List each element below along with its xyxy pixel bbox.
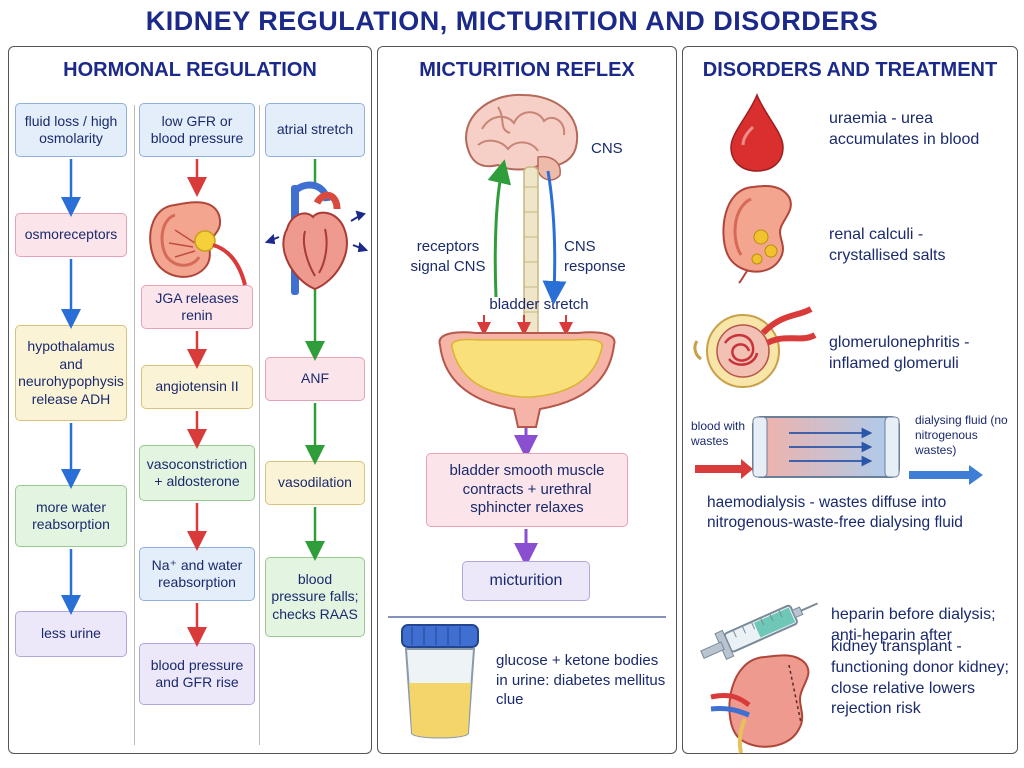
bladder-icon — [438, 331, 616, 428]
hormonal-regulation-panel: HORMONAL REGULATION fluid loss / high os… — [8, 46, 372, 754]
renin-box: JGA releases renin — [141, 285, 253, 329]
cns-response-label: CNS response — [564, 238, 626, 275]
transplant-kidney-icon — [710, 654, 810, 754]
micturition-title: MICTURITION REFLEX — [419, 59, 635, 81]
cns-label: CNS — [591, 140, 623, 157]
glucose-note: glucose + ketone bodies in urine: diabet… — [496, 652, 666, 708]
bp-gfr-rise-box: blood pressure and GFR rise — [139, 643, 255, 705]
kidney-jga-icon — [149, 201, 247, 286]
glomerulonephritis-label: glomerulonephritis - inflamed glomeruli — [829, 334, 970, 372]
syringe-icon — [700, 602, 818, 660]
anf-box: ANF — [265, 357, 365, 401]
blood-wastes-label: blood with wastes — [691, 419, 746, 448]
kidney-stone-icon — [722, 185, 792, 284]
uraemia-label: uraemia - urea accumulates in blood — [829, 110, 980, 148]
blood-drop-icon — [730, 92, 784, 172]
sodium-reabsorption-box: Na⁺ and water reabsorption — [139, 547, 255, 601]
dialyser-icon — [695, 416, 983, 485]
hormonal-regulation-title: HORMONAL REGULATION — [63, 59, 317, 81]
column-divider — [134, 105, 135, 745]
osmoreceptors-box: osmoreceptors — [15, 213, 127, 257]
vasoconstriction-box: vasoconstriction + aldosterone — [139, 445, 255, 501]
heparin-label: heparin before dialysis; anti-heparin af… — [831, 606, 996, 644]
vasodilation-box: vasodilation — [265, 461, 365, 505]
angiotensin-box: angiotensin II — [141, 365, 253, 409]
bladder-contracts-box: bladder smooth muscle contracts + urethr… — [426, 453, 628, 527]
urine-cup-icon — [401, 624, 479, 739]
atrial-stretch-box: atrial stretch — [265, 103, 365, 157]
micturition-panel: MICTURITION REFLEX CNS receptors signal … — [377, 46, 677, 754]
kidney-transplant-label: kidney transplant - functioning donor ki… — [831, 638, 1009, 718]
glomerulus-icon — [693, 306, 817, 388]
bp-falls-box: blood pressure falls; checks RAAS — [265, 557, 365, 637]
low-gfr-box: low GFR or blood pressure — [139, 103, 255, 157]
micturition-box: micturition — [462, 561, 590, 601]
adh-release-box: hypothalamus and neurohypophysis release… — [15, 325, 127, 421]
dialysing-fluid-label: dialysing fluid (no nitrogenous wastes) — [915, 413, 1008, 457]
heart-icon — [264, 181, 369, 295]
reflex-arrows — [388, 159, 666, 618]
column-divider — [259, 105, 260, 745]
page-title: KIDNEY REGULATION, MICTURITION AND DISOR… — [145, 6, 879, 36]
disorders-panel: DISORDERS AND TREATMENT uraemia - urea a… — [682, 46, 1018, 754]
disorders-title: DISORDERS AND TREATMENT — [702, 59, 998, 81]
hormonal-arrows — [61, 159, 325, 647]
receptors-label: receptors signal CNS — [410, 238, 486, 275]
haemodialysis-label: haemodialysis - wastes diffuse into nitr… — [707, 494, 963, 532]
brain-icon — [465, 93, 579, 181]
fluid-loss-box: fluid loss / high osmolarity — [15, 103, 127, 157]
renal-calculi-label: renal calculi - crystallised salts — [829, 226, 946, 264]
